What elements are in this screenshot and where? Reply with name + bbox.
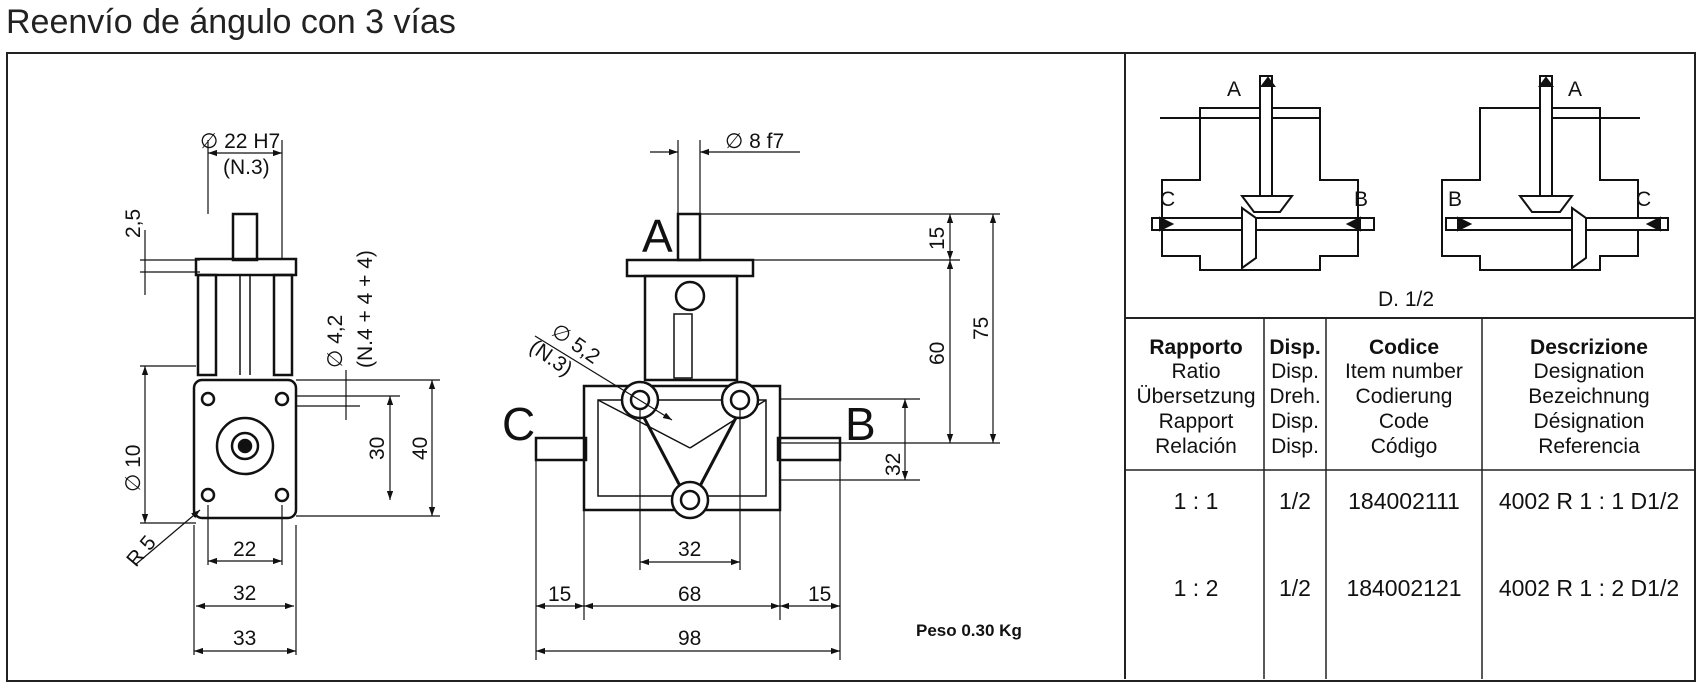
scheme-right-c: C	[1636, 188, 1651, 211]
scheme-right-a: A	[1568, 78, 1582, 101]
scheme-caption: D. 1/2	[1378, 288, 1434, 311]
dim-bore: ∅ 22 H7	[200, 130, 280, 153]
dim-15-left: 15	[548, 583, 571, 606]
svg-text:4002 R 1 : 2 D1/2: 4002 R 1 : 2 D1/2	[1499, 575, 1679, 601]
front-shaft-a	[676, 212, 702, 262]
dim-hole: ∅ 4,2	[324, 315, 347, 368]
svg-text:Disp.: Disp.	[1271, 435, 1319, 458]
front-shaft-b	[776, 436, 842, 462]
svg-text:184002121: 184002121	[1346, 575, 1461, 601]
svg-text:Disp.: Disp.	[1269, 336, 1320, 359]
svg-text:Item number: Item number	[1345, 360, 1463, 383]
svg-text:Relación: Relación	[1155, 435, 1237, 458]
svg-text:Rapport: Rapport	[1159, 410, 1234, 433]
side-shaft-top	[231, 212, 259, 262]
svg-text:1 : 1: 1 : 1	[1174, 488, 1219, 514]
svg-text:1/2: 1/2	[1279, 575, 1311, 601]
svg-text:4002 R 1 : 1 D1/2: 4002 R 1 : 1 D1/2	[1499, 488, 1679, 514]
page-title: Reenvío de ángulo con 3 vías	[6, 3, 456, 41]
dim-32-bottom: 32	[678, 538, 701, 561]
table-header-disp: Disp. Disp. Dreh. Disp. Disp.	[1269, 336, 1320, 458]
port-a-label: A	[642, 210, 673, 262]
dim-15-right: 15	[808, 583, 831, 606]
scheme-left-b: B	[1354, 188, 1368, 211]
front-view-dimensions	[534, 140, 1000, 660]
side-bore	[215, 416, 275, 476]
dim-40: 40	[409, 437, 432, 460]
svg-text:184002111: 184002111	[1348, 488, 1460, 514]
dim-30: 30	[366, 437, 389, 460]
dim-75: 75	[970, 317, 993, 340]
dim-15-top: 15	[926, 227, 949, 250]
side-column-left	[196, 273, 218, 377]
front-shaft-c	[534, 436, 588, 462]
dim-bore-note: (N.3)	[223, 156, 270, 179]
brand-logo	[674, 280, 706, 312]
side-top-flange	[194, 257, 298, 277]
brand-plate	[673, 313, 693, 379]
side-view-dimensions	[134, 140, 440, 655]
dim-33: 33	[233, 627, 256, 650]
scheme-right-b: B	[1448, 188, 1462, 211]
side-hole	[274, 487, 290, 503]
svg-text:Désignation: Désignation	[1534, 410, 1645, 433]
side-column-right	[272, 273, 294, 377]
side-view-labels: ∅ 22 H7 (N.3) 2,5 ∅ 4,2 (N.4 + 4 + 4) ∅ …	[122, 130, 432, 650]
svg-text:Codice: Codice	[1369, 336, 1439, 359]
svg-text:1/2: 1/2	[1279, 488, 1311, 514]
dim-front-shaft: ∅ 8 f7	[725, 130, 784, 153]
front-column	[643, 274, 739, 382]
svg-text:Designation: Designation	[1534, 360, 1645, 383]
port-b-label: B	[845, 398, 876, 450]
side-hole	[200, 487, 216, 503]
dim-hole-note: (N.4 + 4 + 4)	[354, 250, 377, 368]
scheme-labels: A B C A B C D. 1/2	[1160, 78, 1651, 311]
svg-text:Disp.: Disp.	[1271, 360, 1319, 383]
svg-text:Referencia: Referencia	[1538, 435, 1640, 458]
svg-text:Disp.: Disp.	[1271, 410, 1319, 433]
scheme-left-a: A	[1227, 78, 1241, 101]
scheme-left	[1151, 75, 1375, 271]
side-shaft	[230, 431, 260, 461]
front-view-labels: ∅ 8 f7 ∅ 5,2 (N.3) A B C 15 60 75 32 32 …	[502, 130, 1022, 650]
table-header-description: Descrizione Designation Bezeichnung Dési…	[1528, 336, 1649, 458]
port-c-label: C	[502, 398, 535, 450]
scheme-right	[1441, 75, 1669, 271]
weight-note: Peso 0.30 Kg	[916, 621, 1022, 640]
table-row: 1 : 1 1/2 184002111 4002 R 1 : 1 D1/2	[1174, 488, 1680, 514]
side-body	[192, 378, 298, 520]
svg-text:Código: Código	[1371, 435, 1438, 458]
dim-98: 98	[678, 627, 701, 650]
dim-2-5: 2,5	[122, 209, 145, 238]
svg-text:Bezeichnung: Bezeichnung	[1528, 385, 1649, 408]
dim-32-right: 32	[882, 453, 905, 476]
svg-text:Ratio: Ratio	[1171, 360, 1220, 383]
scheme-left-c: C	[1160, 188, 1175, 211]
side-view	[192, 212, 298, 520]
svg-text:Übersetzung: Übersetzung	[1136, 385, 1255, 408]
svg-text:Codierung: Codierung	[1356, 385, 1453, 408]
dim-radius: R 5	[122, 531, 161, 571]
side-hole	[200, 391, 216, 407]
front-view	[534, 212, 842, 520]
dim-22: 22	[233, 538, 256, 561]
dim-60: 60	[926, 342, 949, 365]
svg-text:Dreh.: Dreh.	[1269, 385, 1320, 408]
svg-text:Code: Code	[1379, 410, 1429, 433]
table-header-ratio: Rapporto Ratio Übersetzung Rapport Relac…	[1136, 336, 1255, 458]
dim-32: 32	[233, 582, 256, 605]
front-top-flange	[625, 258, 755, 278]
table-row: 1 : 2 1/2 184002121 4002 R 1 : 2 D1/2	[1174, 575, 1680, 601]
table-header-code: Codice Item number Codierung Code Código	[1345, 336, 1463, 458]
mount-boss	[670, 480, 710, 520]
spec-table: Rapporto Ratio Übersetzung Rapport Relac…	[1125, 317, 1696, 679]
svg-text:1 : 2: 1 : 2	[1174, 575, 1219, 601]
side-hole	[274, 391, 290, 407]
dim-shaft: ∅ 10	[122, 445, 145, 493]
svg-text:Rapporto: Rapporto	[1149, 336, 1242, 359]
svg-text:Descrizione: Descrizione	[1530, 336, 1648, 359]
dim-68: 68	[678, 583, 701, 606]
